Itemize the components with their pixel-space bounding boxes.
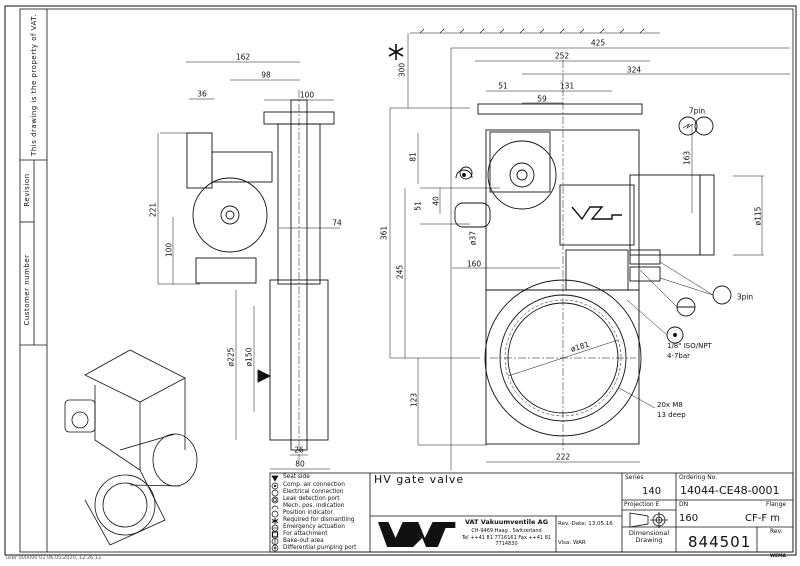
series-value: 140 (642, 486, 662, 497)
customer-number-label: Customer number (23, 254, 31, 326)
dim-425: 425 (590, 38, 606, 48)
legend-item: Comp. air connection (283, 481, 345, 488)
dim-d225: ø225 (226, 347, 236, 367)
flange-value: CF-F m (745, 513, 781, 524)
dim-162: 162 (235, 52, 251, 62)
revision-label: Revision (23, 173, 31, 207)
title-block-lines (269, 472, 794, 553)
callout-holes: 20x M8 (657, 401, 683, 409)
callout-air-thread: 1/8" ISO/NPT (667, 342, 712, 350)
front-dimension-lines (389, 33, 790, 470)
dim-324: 324 (626, 65, 642, 75)
dim-51-top: 51 (498, 81, 508, 91)
visa: Visa: WAR (558, 540, 586, 546)
drawing-title: HV gate valve (374, 473, 465, 486)
dim-252: 252 (554, 51, 570, 61)
dim-131: 131 (559, 81, 575, 91)
legend-icons (271, 475, 279, 552)
rev-date: Rev.-Date: 13.05.16 (558, 521, 613, 527)
dim-81: 81 (408, 152, 418, 162)
dn-label: DN (679, 501, 689, 508)
dim-d115: ø115 (753, 206, 763, 226)
dn-value: 160 (679, 513, 699, 524)
dim-d150: ø150 (244, 347, 254, 367)
dim-300: 300 (397, 62, 407, 78)
dim-361: 361 (379, 225, 389, 241)
dim-100-top: 100 (299, 90, 315, 100)
dim-160: 160 (466, 259, 482, 269)
legend-item: Electrical connection (283, 488, 344, 495)
company-contact: Tel ++41 81 7716161 Fax ++41 81 7714830 (461, 535, 552, 547)
dim-245: 245 (395, 264, 405, 280)
legend-item: Required for dismantling (283, 516, 355, 523)
dim-36: 36 (197, 89, 207, 99)
flange-label: Flange (766, 501, 787, 508)
sheet-code: WEMA (770, 554, 786, 559)
dim-40: 40 (431, 196, 441, 206)
company-address: CH-9469 Haag , Switzerland (471, 528, 542, 534)
rev-label: Rev. (770, 528, 783, 535)
dim-59: 59 (537, 94, 547, 104)
outer-frame (4, 5, 797, 556)
footer-stamp: user 000000 01 06.05.2020, 12:26:11 (6, 555, 102, 561)
callout-hole-depth: 13 deep (657, 411, 686, 419)
legend-item: Mech. pos. indication (283, 502, 345, 509)
vat-logo (378, 522, 456, 547)
drawing-type: Dimensional Drawing (628, 529, 670, 545)
legend-item: Bake-out area (283, 537, 324, 544)
legend-item: Position indicator (283, 509, 333, 516)
front-view (454, 60, 732, 450)
dim-26: 26 (294, 445, 304, 455)
dismantling-clearance (410, 28, 660, 34)
dim-98: 98 (261, 70, 271, 80)
asterisk-icon (388, 44, 404, 60)
ordering-number: 14044-CE48-0001 (680, 484, 780, 497)
dim-123: 123 (409, 392, 419, 408)
legend-item: For attachment (283, 530, 328, 537)
dim-222: 222 (555, 452, 571, 462)
dim-221: 221 (148, 202, 158, 218)
callout-7pin: 7pin (688, 106, 706, 116)
company-name: VAT Vakuumventile AG (464, 518, 549, 526)
dim-d37: ø37 (468, 230, 478, 246)
legend-item: Emergency actuation (283, 523, 345, 530)
legend-item: Differential pumping port (283, 544, 357, 551)
dim-51-side: 51 (413, 201, 423, 211)
dim-74: 74 (332, 218, 342, 228)
legend-item: Seat side (283, 474, 310, 480)
dim-100-height: 100 (164, 242, 174, 258)
dim-80: 80 (295, 459, 305, 469)
inner-frame (19, 8, 794, 553)
ordering-label: Ordering No. (679, 474, 718, 481)
dim-163: 163 (682, 150, 692, 166)
drawing-number: 844501 (688, 533, 752, 551)
property-note: This drawing is the property of VAT. (30, 14, 38, 156)
callout-3pin: 3pin (736, 292, 754, 302)
side-view (157, 61, 340, 470)
callout-air-pressure: 4-7bar (667, 352, 691, 360)
projection-label: Projection E (624, 501, 660, 508)
isometric-view (64, 349, 198, 546)
series-label: Series (625, 474, 644, 481)
legend-item: Leak detection port (283, 495, 340, 502)
